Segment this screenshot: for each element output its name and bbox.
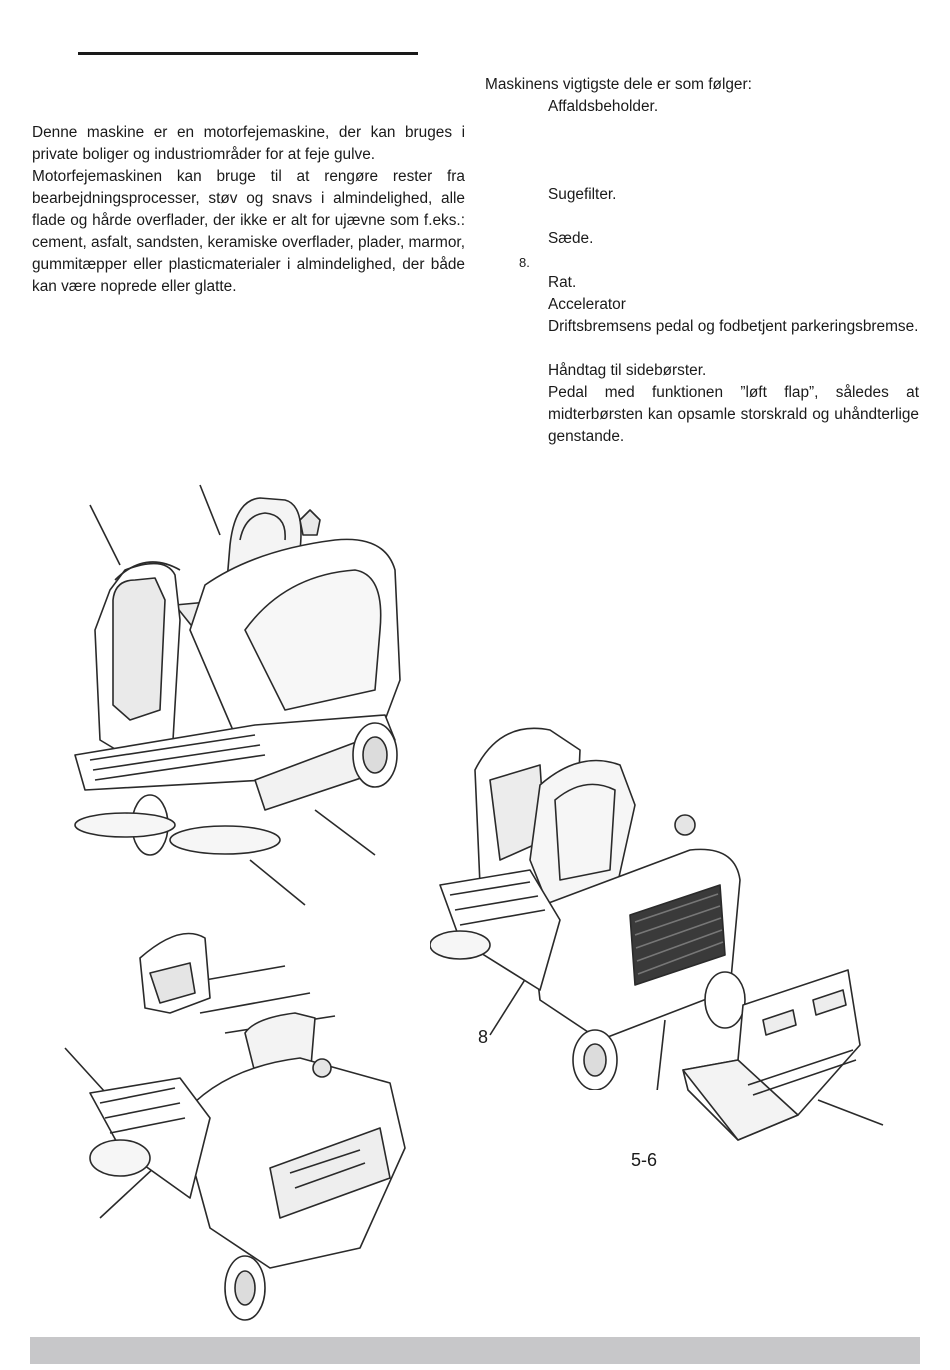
- part-number: 8.: [519, 255, 530, 270]
- part-item: Driftsbremsens pedal og fodbetjent parke…: [548, 318, 919, 335]
- part-item: Pedal med funktionen ”løft flap”, sålede…: [548, 384, 919, 445]
- intro-paragraph: Denne maskine er en motorfejemaskine, de…: [32, 124, 465, 163]
- figure-label: 5-6: [631, 1150, 658, 1170]
- part-item: Sæde.: [548, 230, 594, 247]
- part-item: Sugefilter.: [548, 186, 617, 203]
- part-item: Affaldsbeholder.: [548, 98, 659, 115]
- footer-bar: [30, 1337, 920, 1364]
- waste-container-illustration: [682, 969, 884, 1141]
- sweeper-open-illustration: [430, 727, 746, 1090]
- parts-list-title: Maskinens vigtigste dele er som følger:: [485, 76, 752, 93]
- header-rule: [78, 52, 418, 55]
- part-item: Rat.: [548, 274, 577, 291]
- part-item: Accelerator: [548, 296, 626, 313]
- machine-illustrations: 8 5-6: [0, 470, 950, 1340]
- figure-label: 8: [478, 1027, 489, 1047]
- sweeper-rear-illustration: [64, 932, 406, 1321]
- intro-text: Denne maskine er en motorfejemaskine, de…: [32, 122, 465, 298]
- part-item: Håndtag til sidebørster.: [548, 362, 707, 379]
- intro-paragraph: Motorfejemaskinen kan bruge til at rengø…: [32, 168, 465, 295]
- sweeper-front-illustration: [74, 484, 401, 906]
